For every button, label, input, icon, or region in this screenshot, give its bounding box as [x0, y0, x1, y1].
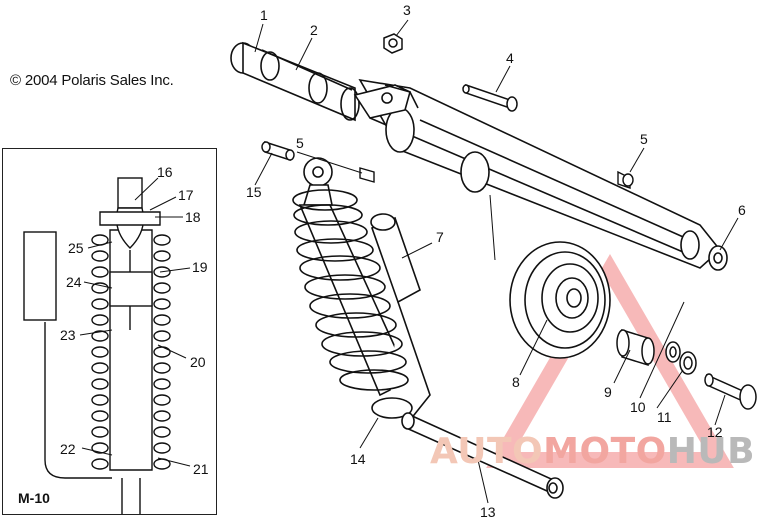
callout-2: 2 — [310, 22, 318, 38]
callout-18: 18 — [185, 209, 201, 225]
nut — [383, 33, 403, 54]
torque-arm — [353, 78, 728, 271]
callout-19: 19 — [192, 259, 208, 275]
watermark-part-moto: MOTO — [543, 431, 667, 472]
watermark-part-auto: AUTO — [430, 431, 544, 472]
spacer — [616, 328, 655, 367]
callout-3: 3 — [403, 2, 411, 18]
callout-11: 11 — [657, 409, 672, 425]
inset-frame — [2, 148, 217, 515]
callout-16: 16 — [157, 164, 173, 180]
callout-7: 7 — [436, 229, 444, 245]
callout-9: 9 — [604, 384, 612, 400]
callout-23: 23 — [60, 327, 76, 343]
lower-shaft — [401, 412, 564, 499]
front-torque-arm-shaft — [230, 41, 360, 122]
callout-6: 6 — [738, 202, 746, 218]
callout-4: 4 — [506, 50, 514, 66]
shock-absorber — [292, 157, 431, 422]
callout-13: 13 — [480, 504, 496, 520]
watermark-part-hub: HUB — [666, 431, 756, 472]
shock-cutaway-drawing — [23, 177, 191, 514]
callout-22: 22 — [60, 441, 76, 457]
callout-8: 8 — [512, 374, 520, 390]
callout-24: 24 — [66, 274, 82, 290]
callout-21: 21 — [193, 461, 209, 477]
watermark-triangle — [486, 254, 734, 468]
inset-label: M-10 — [18, 490, 50, 506]
callout-1: 1 — [260, 7, 268, 23]
callout-20: 20 — [190, 354, 206, 370]
bolt — [704, 373, 757, 410]
copyright-text: © 2004 Polaris Sales Inc. — [10, 72, 174, 89]
idler-wheel — [489, 194, 611, 359]
leader-lines — [254, 19, 739, 504]
bolt — [462, 83, 518, 112]
callout-12: 12 — [707, 424, 723, 440]
callout-15: 15 — [246, 184, 262, 200]
pin — [261, 140, 295, 162]
watermark-text: AUTOMOTOHUB — [430, 434, 755, 470]
washer — [665, 341, 697, 375]
screw — [359, 167, 634, 189]
callout-14: 14 — [350, 451, 366, 467]
callout-25: 25 — [68, 240, 84, 256]
callout-17: 17 — [178, 187, 194, 203]
callout-10: 10 — [630, 399, 646, 415]
callout-5b: 5 — [640, 131, 648, 147]
callout-5a: 5 — [296, 135, 304, 151]
